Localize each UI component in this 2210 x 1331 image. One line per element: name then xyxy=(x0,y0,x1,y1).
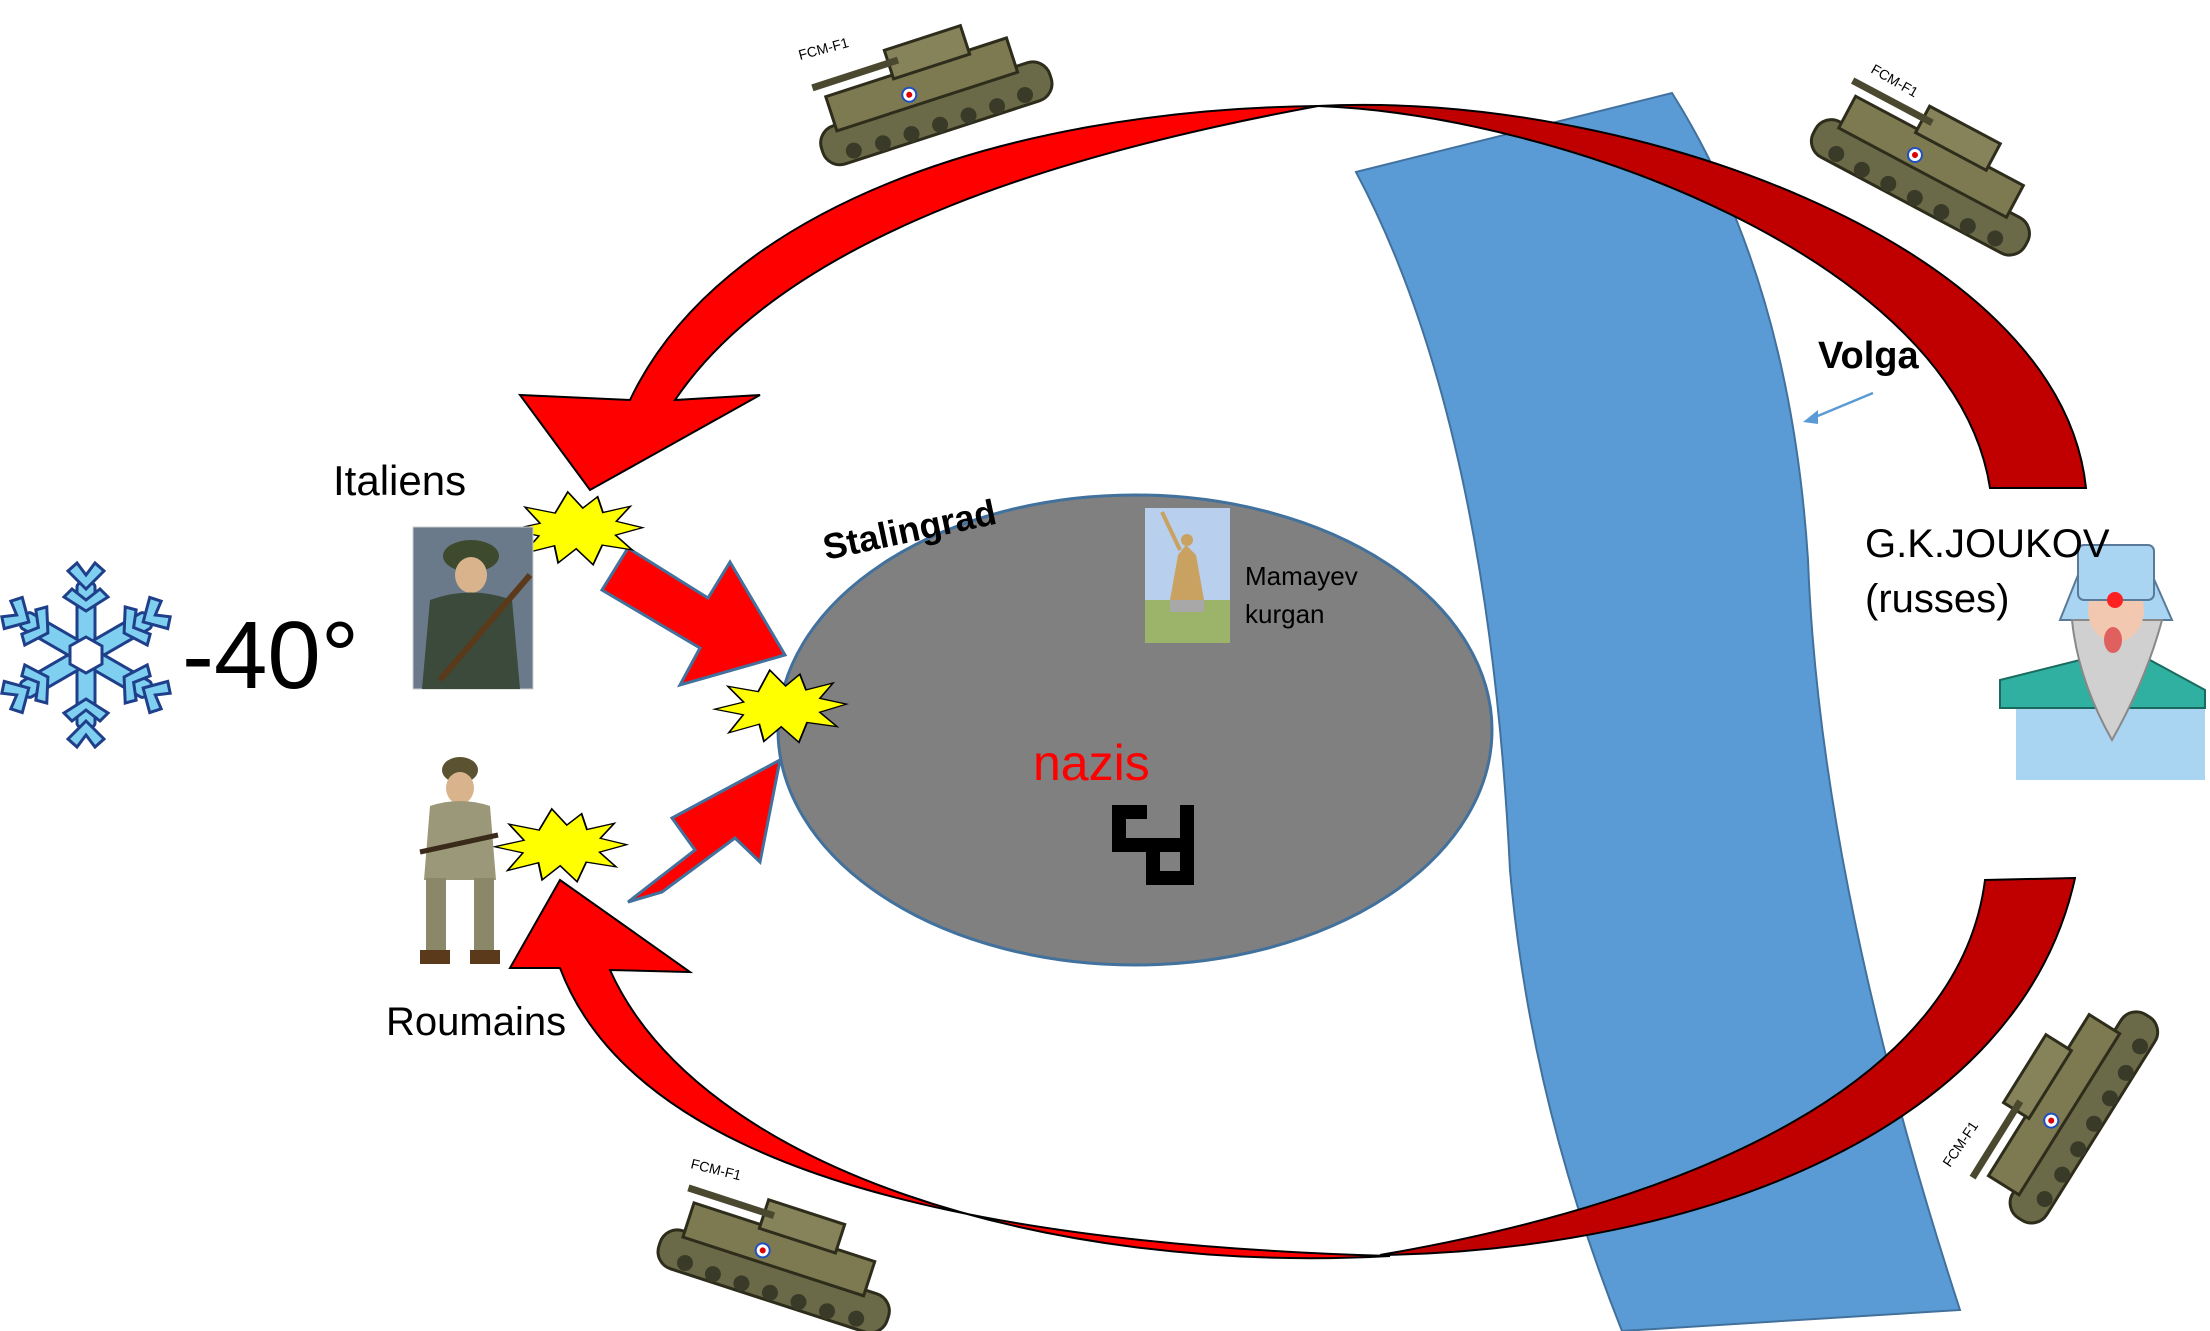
label-roumains: Roumains xyxy=(386,1000,566,1044)
label-kurgan: kurgan xyxy=(1245,599,1325,629)
label-russes: (russes) xyxy=(1865,577,2009,621)
pincer-upper-arrow xyxy=(517,105,1319,492)
label-mamayev: Mamayev xyxy=(1245,561,1358,591)
soldier-image xyxy=(412,526,534,690)
attack-arrow-italiens xyxy=(599,545,788,688)
pincer-upper-back xyxy=(1317,103,2088,489)
statue-image xyxy=(1145,508,1230,643)
volga-pointer xyxy=(1807,391,1874,422)
attack-arrow-roumains xyxy=(627,757,783,904)
label-nazis: nazis xyxy=(1033,735,1150,791)
pincer-lower-arrow xyxy=(508,878,1391,1260)
joukov-caricature xyxy=(1999,544,2206,780)
label-temperature: -40° xyxy=(182,602,359,709)
stalingrad-pocket xyxy=(776,493,1494,967)
soldier-image xyxy=(419,757,500,964)
explosion-icon xyxy=(486,801,635,890)
tank-label: FCM-F1 xyxy=(1939,1118,1981,1170)
snowflake-icon xyxy=(0,560,179,749)
label-joukov: G.K.JOUKOV xyxy=(1865,522,2110,566)
swastika-symbol xyxy=(1112,805,1194,885)
tank-label: FCM-F1 xyxy=(797,34,851,63)
tank-label: FCM-F1 xyxy=(689,1155,743,1183)
tank-icon xyxy=(651,1170,913,1331)
volga-river xyxy=(1354,91,1962,1331)
label-italiens: Italiens xyxy=(333,457,466,504)
label-volga: Volga xyxy=(1818,335,1920,377)
